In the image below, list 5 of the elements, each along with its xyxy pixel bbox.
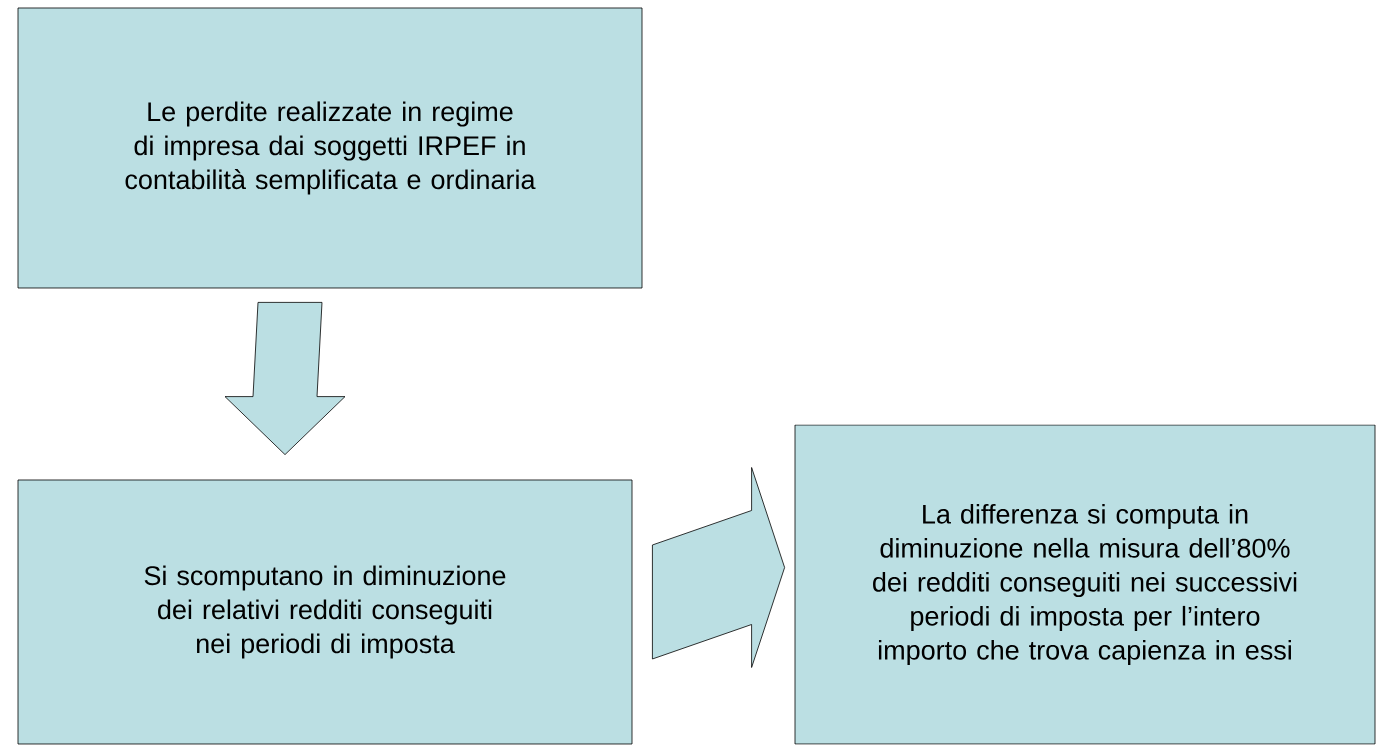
process-box: La differenza si computa in diminuzione nella misura dell’80% dei redditi conseguiti nei successivi periodi di imposta per l’intero importo che trova capienza in essi	[794, 424, 1376, 745]
process-box: Le perdite realizzate in regime di impresa dai soggetti IRPEF in contabilità semplificata e ordinaria	[17, 7, 643, 289]
process-box: Si scomputano in diminuzione dei relativi redditi conseguiti nei periodi di imposta	[17, 479, 633, 745]
block-arrow	[224, 302, 346, 455]
block-arrow	[652, 467, 785, 668]
